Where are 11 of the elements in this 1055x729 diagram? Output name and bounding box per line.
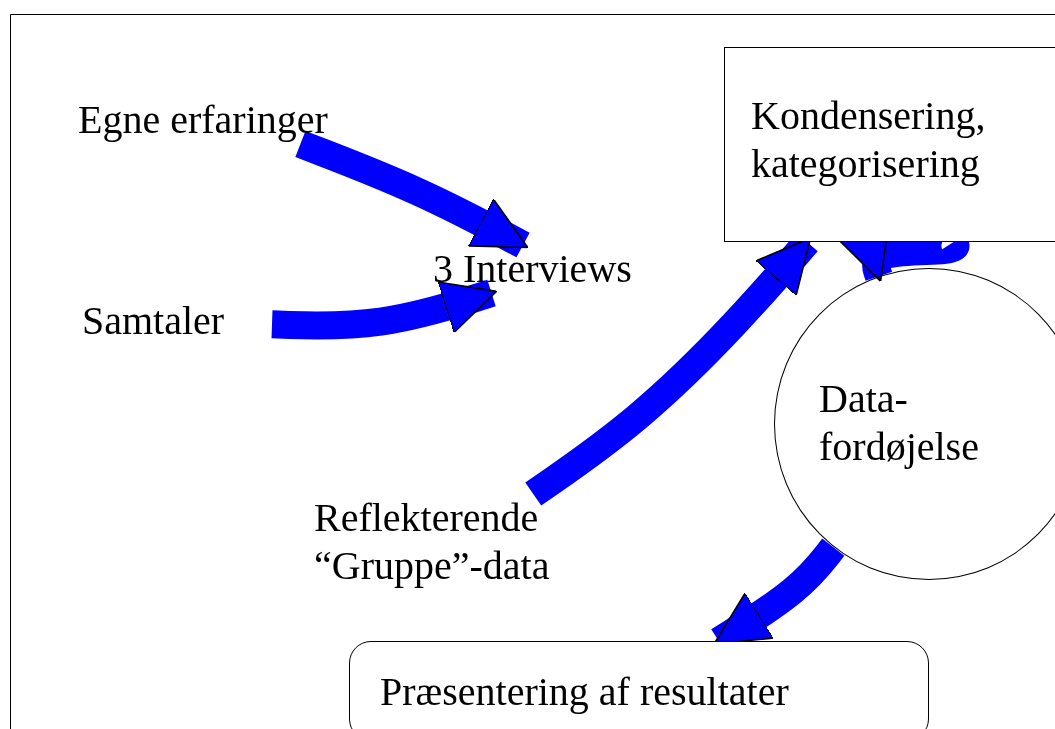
text-label: 3 Interviews	[433, 245, 703, 293]
node-label: Præsentering af resultater	[380, 668, 790, 716]
result-box	[349, 641, 929, 729]
process-box	[724, 47, 1055, 242]
text-label: Egne erfaringer	[78, 96, 398, 144]
node-label: Data- fordøjelse	[819, 375, 980, 471]
node-label: Kondensering, kategorisering	[751, 92, 987, 188]
block-arrow	[271, 279, 498, 340]
text-label: Samtaler	[82, 297, 272, 345]
block-arrow	[295, 130, 530, 258]
text-label: Reflekterende “Gruppe”-data	[314, 494, 614, 590]
